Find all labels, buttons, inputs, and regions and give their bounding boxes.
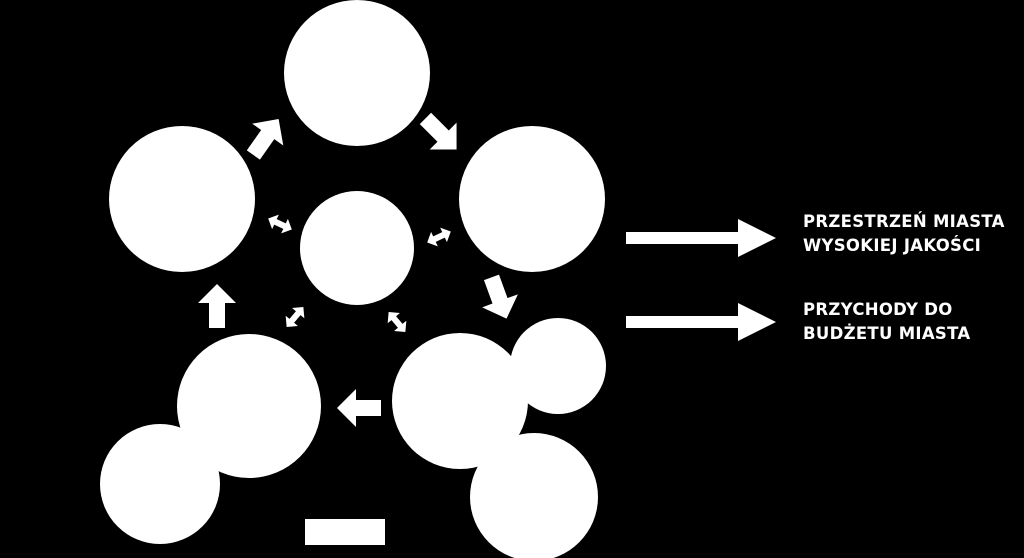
output-arrow-2: [626, 303, 776, 341]
node-bottom-right-satellite-bottom: [470, 433, 598, 558]
node-center: [300, 191, 414, 305]
output-label-quality-space: PRZESTRZEŃ MIASTA WYSOKIEJ JAKOŚCI: [803, 210, 1005, 258]
node-top: [284, 0, 430, 146]
double-arrow-center-upper-left: [268, 214, 292, 234]
node-bottom-right-satellite-top: [510, 318, 606, 414]
arrow-bottom-left-to-left: [198, 284, 236, 328]
output-label-line: WYSOKIEJ JAKOŚCI: [803, 236, 982, 255]
arrow-right-to-bottom-right: [482, 274, 518, 319]
node-bottom-right: [392, 333, 528, 469]
output-arrow-1: [626, 219, 776, 257]
double-arrow-center-upper-right: [427, 227, 451, 247]
node-upper-left: [109, 126, 255, 272]
node-bottom-left-satellite: [100, 424, 220, 544]
output-label-line: PRZYCHODY DO: [803, 300, 953, 319]
arrow-left-to-top: [246, 118, 284, 160]
output-label-line: PRZESTRZEŃ MIASTA: [803, 212, 1005, 231]
node-upper-right: [459, 126, 605, 272]
arrow-bottom-right-to-bottom-left: [337, 389, 381, 427]
output-label-budget-income: PRZYCHODY DO BUDŻETU MIASTA: [803, 298, 970, 346]
bottom-bar: [305, 519, 385, 545]
node-bottom-left: [177, 334, 321, 478]
arrow-top-to-right: [419, 112, 457, 150]
double-arrow-center-bottom-left: [285, 307, 305, 327]
double-arrow-center-bottom-right: [387, 312, 407, 332]
output-label-line: BUDŻETU MIASTA: [803, 324, 971, 343]
